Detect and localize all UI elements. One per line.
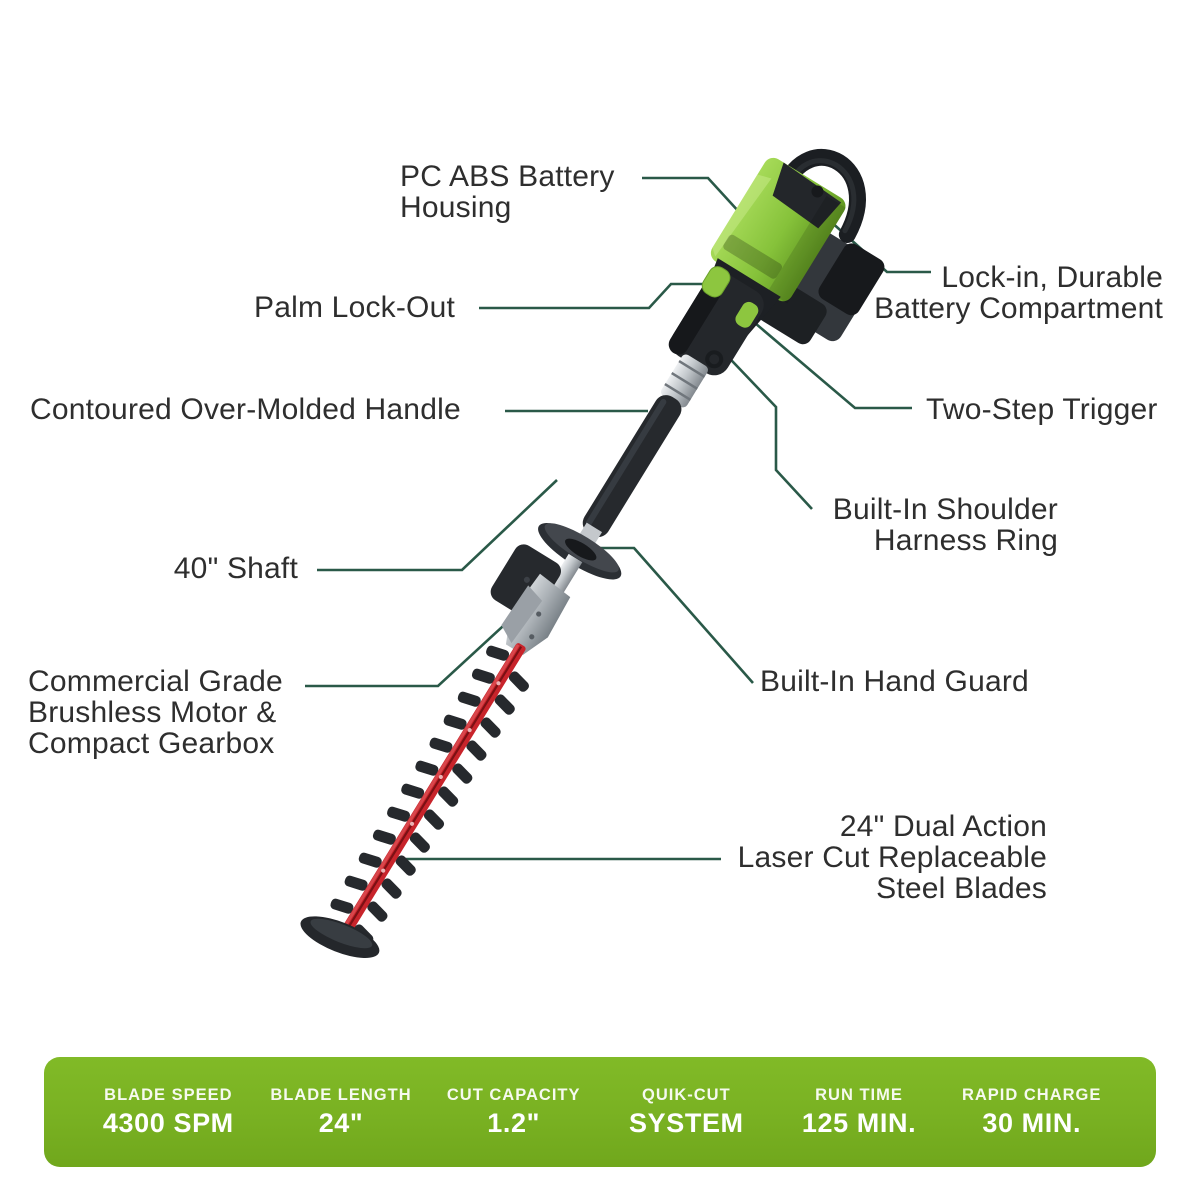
chrome-collar	[661, 354, 708, 408]
leader-palm-lock-out	[479, 282, 729, 310]
spec-label: RAPID CHARGE	[961, 1085, 1102, 1104]
leader-hand-guard	[597, 546, 754, 684]
callout-line: Steel Blades	[876, 872, 1047, 905]
spec-label: BLADE SPEED	[104, 1085, 233, 1104]
spec-rapid-charge: RAPID CHARGE 30 MIN.	[945, 1086, 1118, 1139]
leader-lines	[305, 176, 931, 861]
callout-line: Compact Gearbox	[28, 727, 275, 760]
palm-lock-out-lever	[701, 266, 731, 298]
loop-handle-highlight	[786, 158, 857, 234]
spec-label: RUN TIME	[815, 1085, 903, 1104]
callout-line: Lock-in, Durable	[941, 261, 1163, 294]
spec-value: 4300 SPM	[102, 1107, 234, 1138]
spec-value: 125 MIN.	[801, 1107, 917, 1138]
callout-line: Contoured Over-Molded Handle	[30, 393, 461, 426]
callout-line: Built-In Hand Guard	[760, 665, 1029, 698]
callout-contoured-handle: Contoured Over-Molded Handle	[30, 394, 461, 425]
leader-two-step-trigger	[741, 311, 912, 410]
callout-line: PC ABS Battery	[400, 160, 615, 193]
spec-quik-cut: QUIK-CUT SYSTEM	[600, 1086, 773, 1139]
spec-bar: BLADE SPEED 4300 SPM BLADE LENGTH 24" CU…	[44, 1057, 1156, 1167]
spec-value: 24"	[318, 1107, 364, 1138]
spec-blade-speed: BLADE SPEED 4300 SPM	[82, 1086, 255, 1139]
two-step-trigger-part	[735, 301, 759, 328]
callout-shaft: 40" Shaft	[174, 553, 298, 584]
callout-battery-compartment: Lock-in, Durable Battery Compartment	[874, 262, 1163, 324]
callout-palm-lock-out: Palm Lock-Out	[254, 292, 455, 323]
callout-line: Housing	[400, 191, 512, 224]
callout-line: Laser Cut Replaceable	[737, 841, 1047, 874]
blade-tip-guard	[300, 916, 380, 959]
callout-line: Brushless Motor &	[28, 696, 277, 729]
callout-line: Built-In Shoulder	[832, 493, 1058, 526]
callout-line: Battery Compartment	[874, 292, 1163, 325]
leader-shaft	[317, 479, 558, 572]
blade-teeth	[330, 645, 529, 945]
motor-screw	[523, 576, 530, 583]
spec-value: SYSTEM	[629, 1107, 744, 1138]
spec-value: 1.2"	[487, 1107, 541, 1138]
callout-hand-guard: Built-In Hand Guard	[760, 666, 1029, 697]
leader-battery-housing	[642, 176, 741, 214]
leader-battery-compartment	[809, 202, 931, 274]
callout-line: 40" Shaft	[173, 552, 298, 585]
spec-run-time: RUN TIME 125 MIN.	[773, 1086, 946, 1139]
spec-cut-capacity: CUT CAPACITY 1.2"	[427, 1086, 600, 1139]
callout-line: 24" Dual Action	[839, 810, 1047, 843]
battery-housing-part	[710, 157, 847, 304]
shoulder-harness-ring-part	[705, 350, 724, 369]
callout-line: Harness Ring	[873, 524, 1058, 557]
callout-shoulder-harness: Built-In Shoulder Harness Ring	[833, 494, 1058, 556]
callout-line: Palm Lock-Out	[254, 291, 455, 324]
leader-motor-gearbox	[305, 603, 528, 688]
spec-label: CUT CAPACITY	[446, 1085, 581, 1104]
spec-label: BLADE LENGTH	[270, 1085, 412, 1104]
blade-spine	[340, 643, 526, 937]
spec-value: 30 MIN.	[982, 1107, 1082, 1138]
callout-motor-gearbox: Commercial Grade Brushless Motor & Compa…	[28, 666, 283, 759]
callout-steel-blades: 24" Dual Action Laser Cut Replaceable St…	[738, 811, 1047, 904]
over-molded-grip	[582, 395, 682, 538]
spec-label: QUIK-CUT	[642, 1085, 731, 1104]
callout-battery-housing: PC ABS Battery Housing	[400, 161, 615, 223]
callout-line: Two-Step Trigger	[926, 393, 1158, 426]
gearbox-part	[501, 573, 571, 655]
leader-shoulder-harness	[713, 341, 813, 510]
callout-two-step-trigger: Two-Step Trigger	[926, 394, 1158, 425]
trimmer-body	[300, 149, 885, 959]
callout-line: Commercial Grade	[28, 665, 283, 698]
spec-blade-length: BLADE LENGTH 24"	[255, 1086, 428, 1139]
hand-guard-part	[538, 523, 622, 580]
